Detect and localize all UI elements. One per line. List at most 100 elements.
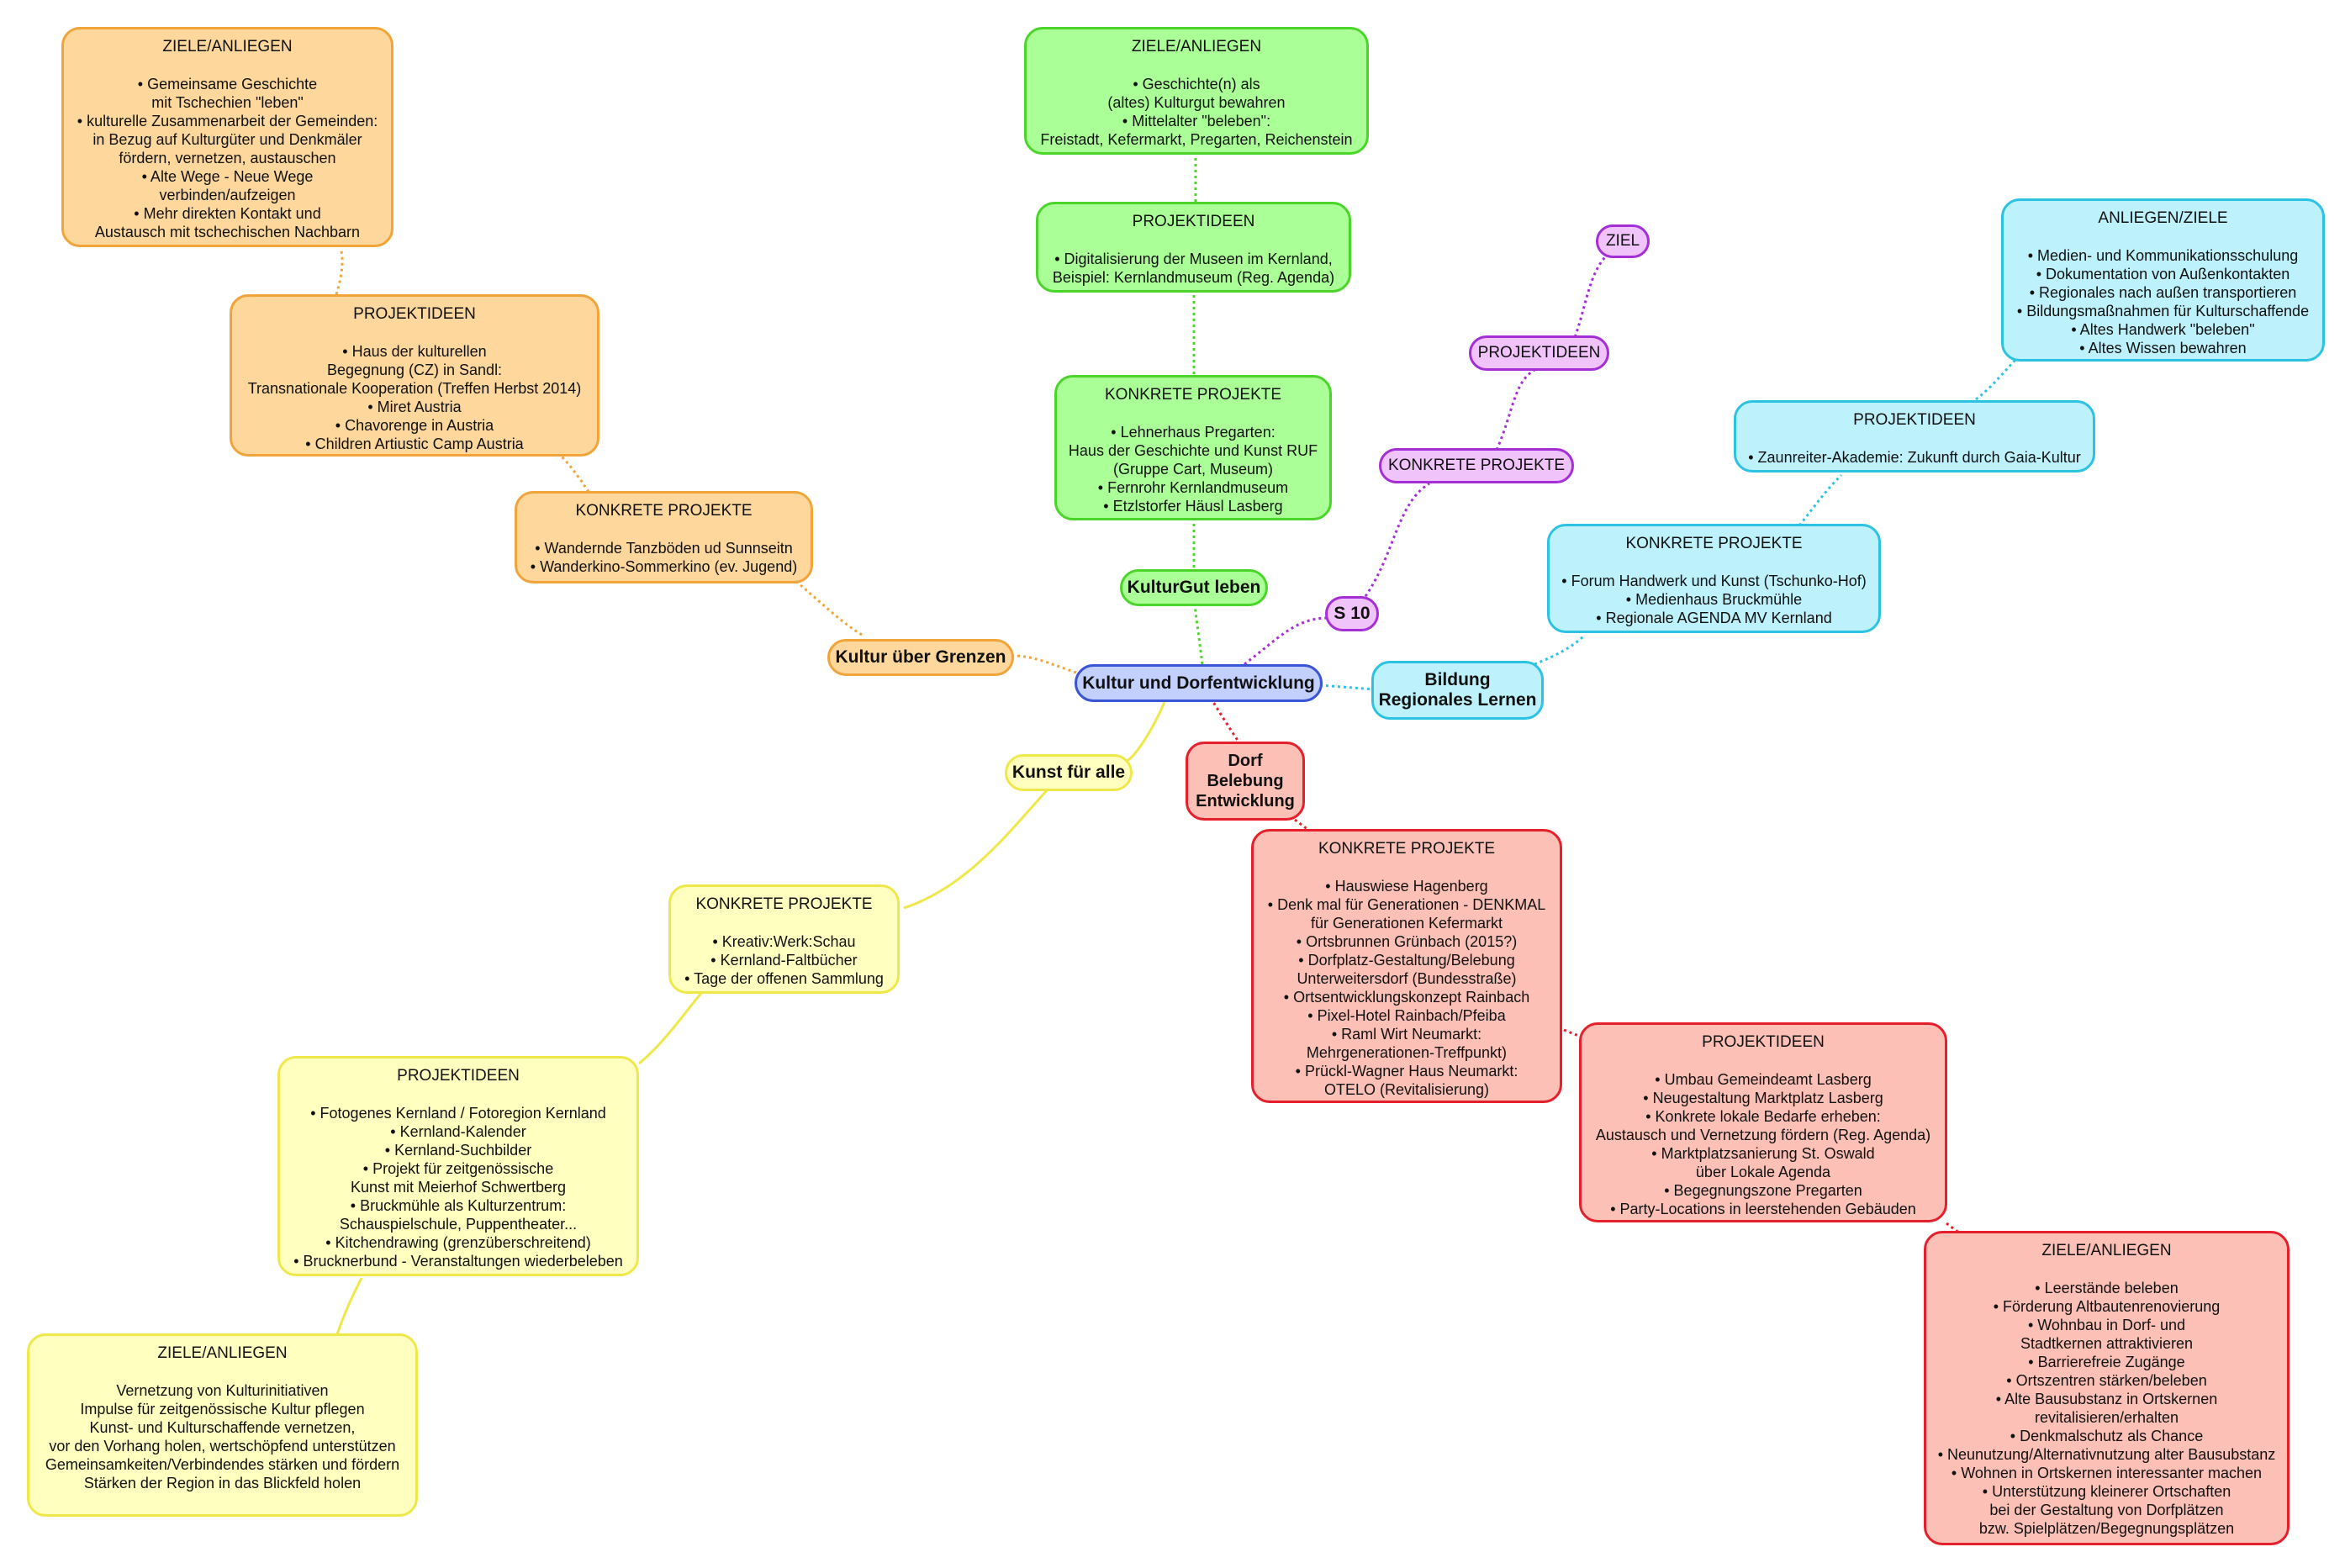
box-line: • Etzlstorfer Häusl Lasberg xyxy=(1103,498,1283,515)
link-bildung-projekte xyxy=(1534,633,1587,666)
box-line: Schauspielschule, Puppentheater... xyxy=(339,1216,578,1233)
box-line: Haus der Geschichte und Kunst RUF xyxy=(1068,442,1318,459)
box-line: • Ortsentwicklungskonzept Rainbach xyxy=(1283,989,1530,1006)
box-title: ZIELE/ANLIEGEN xyxy=(2041,1242,2172,1259)
node-label-line1: Bildung xyxy=(1424,670,1491,689)
link-s10-projekte xyxy=(1360,482,1430,602)
node-s10-ziel[interactable]: ZIEL xyxy=(1596,224,1650,258)
box-line: • Gemeinsame Geschichte xyxy=(137,76,318,92)
box-title: PROJEKTIDEEN xyxy=(397,1067,520,1085)
box-line: • Alte Wege - Neue Wege xyxy=(141,168,314,185)
box-line: • Kernland-Faltbücher xyxy=(710,952,858,969)
box-line: • Medien- und Kommunikationsschulung xyxy=(2027,247,2299,264)
node-label: ZIEL xyxy=(1605,232,1640,250)
node-label: PROJEKTIDEEN xyxy=(1477,344,1601,362)
box-line: • Barrierefreie Zugänge xyxy=(2028,1354,2185,1370)
node-dorf-ziele[interactable]: ZIELE/ANLIEGEN • Leerstände beleben • Fö… xyxy=(1924,1231,2290,1545)
box-line: • Altes Wissen bewahren xyxy=(2079,340,2247,356)
box-title: PROJEKTIDEEN xyxy=(1132,213,1255,230)
box-line: Kunst mit Meierhof Schwertberg xyxy=(350,1179,567,1196)
node-bildung-ideen[interactable]: PROJEKTIDEEN • Zaunreiter-Akademie: Zuku… xyxy=(1734,400,2095,473)
box-line: Freistadt, Kefermarkt, Pregarten, Reiche… xyxy=(1040,131,1353,148)
box-line: Begegnung (CZ) in Sandl: xyxy=(326,362,503,378)
node-bildung-projekte[interactable]: KONKRETE PROJEKTE • Forum Handwerk und K… xyxy=(1547,524,1881,633)
box-line: • Mehr direkten Kontakt und xyxy=(134,205,321,222)
node-bildung[interactable]: Bildung Regionales Lernen xyxy=(1371,661,1544,720)
node-dorf[interactable]: Dorf Belebung Entwicklung xyxy=(1186,742,1305,821)
link-grenzen-ziele xyxy=(335,247,344,295)
link-s10-ideen xyxy=(1495,368,1535,451)
box-title: PROJEKTIDEEN xyxy=(1702,1033,1825,1051)
box-line: • Fotogenes Kernland / Fotoregion Kernla… xyxy=(310,1105,606,1122)
node-kulturgut-leben[interactable]: KulturGut leben xyxy=(1120,569,1268,606)
box-line: bei der Gestaltung von Dorfplätzen xyxy=(1989,1502,2224,1518)
node-dorf-projekte[interactable]: KONKRETE PROJEKTE • Hauswiese Hagenberg … xyxy=(1251,829,1562,1103)
box-line: • Begegnungszone Pregarten xyxy=(1664,1182,1862,1199)
box-title: ZIELE/ANLIEGEN xyxy=(162,38,293,55)
box-line: • Neunutzung/Alternativnutzung alter Bau… xyxy=(1937,1446,2276,1463)
box-line: über Lokale Agenda xyxy=(1695,1164,1831,1180)
node-kunst-ideen[interactable]: PROJEKTIDEEN • Fotogenes Kernland / Foto… xyxy=(277,1056,639,1276)
box-line: • Lehnerhaus Pregarten: xyxy=(1111,424,1275,441)
box-line: • Umbau Gemeindeamt Lasberg xyxy=(1655,1071,1872,1088)
node-kulturgut-ziele[interactable]: ZIELE/ANLIEGEN • Geschichte(n) als (alte… xyxy=(1024,27,1369,155)
center-node[interactable]: Kultur und Dorfentwicklung xyxy=(1075,664,1323,702)
node-label-line: Belebung xyxy=(1207,772,1284,790)
node-kulturgut-ideen[interactable]: PROJEKTIDEEN • Digitalisierung der Musee… xyxy=(1036,202,1351,293)
node-bildung-ziele[interactable]: ANLIEGEN/ZIELE • Medien- und Kommunikati… xyxy=(2001,198,2325,362)
box-line: • Denk mal für Generationen - DENKMAL xyxy=(1267,896,1546,913)
node-label-line: Dorf xyxy=(1228,752,1263,770)
link-bildung xyxy=(1319,684,1376,691)
node-kunst-ziele[interactable]: ZIELE/ANLIEGEN Vernetzung von Kulturinit… xyxy=(27,1333,418,1517)
node-grenzen-projekte[interactable]: KONKRETE PROJEKTE • Wandernde Tanzböden … xyxy=(515,491,813,583)
box-line: • Geschichte(n) als xyxy=(1133,76,1260,92)
node-s10-projekte[interactable]: KONKRETE PROJEKTE xyxy=(1379,448,1574,483)
box-line: • Wanderkino-Sommerkino (ev. Jugend) xyxy=(530,558,798,575)
box-line: • Marktplatzsanierung St. Oswald xyxy=(1651,1145,1875,1162)
box-title: PROJEKTIDEEN xyxy=(353,305,476,323)
box-line: Beispiel: Kernlandmuseum (Reg. Agenda) xyxy=(1052,269,1335,286)
box-line: • Chavorenge in Austria xyxy=(335,417,494,434)
box-line: für Generationen Kefermarkt xyxy=(1310,915,1503,932)
center-label: Kultur und Dorfentwicklung xyxy=(1082,673,1315,693)
node-grenzen-ideen[interactable]: PROJEKTIDEEN • Haus der kulturellen Bege… xyxy=(230,294,599,457)
box-line: • Förderung Altbautenrenovierung xyxy=(1993,1298,2221,1315)
node-kunst-projekte[interactable]: KONKRETE PROJEKTE • Kreativ:Werk:Schau •… xyxy=(668,884,900,994)
node-s10-ideen[interactable]: PROJEKTIDEEN xyxy=(1469,335,1609,371)
node-kultur-ueber-grenzen[interactable]: Kultur über Grenzen xyxy=(827,639,1014,676)
box-line: Stärken der Region in das Blickfeld hole… xyxy=(83,1475,362,1491)
box-line: • Tage der offenen Sammlung xyxy=(684,970,884,987)
box-line: • Bildungsmaßnahmen für Kulturschaffende xyxy=(2016,303,2310,319)
link-grenzen-ideen xyxy=(557,452,590,493)
box-line: • Dokumentation von Außenkontakten xyxy=(2036,266,2290,282)
link-grenzen-projekte xyxy=(794,578,863,636)
node-s10[interactable]: S 10 xyxy=(1325,596,1379,631)
node-grenzen-ziele[interactable]: ZIELE/ANLIEGEN • Gemeinsame Geschichte m… xyxy=(61,27,393,247)
box-title: ANLIEGEN/ZIELE xyxy=(2098,209,2228,227)
box-line: OTELO (Revitalisierung) xyxy=(1323,1081,1490,1098)
box-line: • Altes Handwerk "beleben" xyxy=(2071,321,2255,338)
box-line: vor den Vorhang holen, wertschöpfend unt… xyxy=(49,1438,396,1454)
box-line: • Dorfplatz-Gestaltung/Belebung xyxy=(1298,952,1515,969)
box-line: (Gruppe Cart, Museum) xyxy=(1112,461,1274,478)
box-line: verbinden/aufzeigen xyxy=(159,187,296,203)
box-line: • Ortszentren stärken/beleben xyxy=(2006,1372,2207,1389)
box-line: • Neugestaltung Marktplatz Lasberg xyxy=(1643,1090,1883,1106)
box-title: ZIELE/ANLIEGEN xyxy=(157,1344,288,1362)
box-title: ZIELE/ANLIEGEN xyxy=(1131,38,1262,55)
node-dorf-ideen[interactable]: PROJEKTIDEEN • Umbau Gemeindeamt Lasberg… xyxy=(1579,1022,1947,1222)
node-kulturgut-projekte[interactable]: KONKRETE PROJEKTE • Lehnerhaus Pregarten… xyxy=(1054,375,1332,520)
box-line: • Kitchendrawing (grenzüberschreitend) xyxy=(325,1234,591,1251)
box-line: • Prückl-Wagner Haus Neumarkt: xyxy=(1295,1063,1518,1080)
node-kunst-fuer-alle[interactable]: Kunst für alle xyxy=(1005,754,1133,791)
link-kunst xyxy=(1126,701,1166,763)
box-line: • Alte Bausubstanz in Ortskernen xyxy=(1995,1391,2218,1407)
node-label-line: Entwicklung xyxy=(1196,792,1295,810)
box-line: • Zaunreiter-Akademie: Zukunft durch Gai… xyxy=(1748,449,2081,466)
box-line: fördern, vernetzen, austauschen xyxy=(119,150,336,166)
box-line: • Unterstützung kleinerer Ortschaften xyxy=(1982,1483,2231,1500)
box-line: • Pixel-Hotel Rainbach/Pfeiba xyxy=(1307,1007,1506,1024)
link-kunst-projekte xyxy=(903,789,1048,910)
box-line: • Denkmalschutz als Chance xyxy=(2010,1428,2204,1444)
box-line: • Regionales nach außen transportieren xyxy=(2029,284,2297,301)
